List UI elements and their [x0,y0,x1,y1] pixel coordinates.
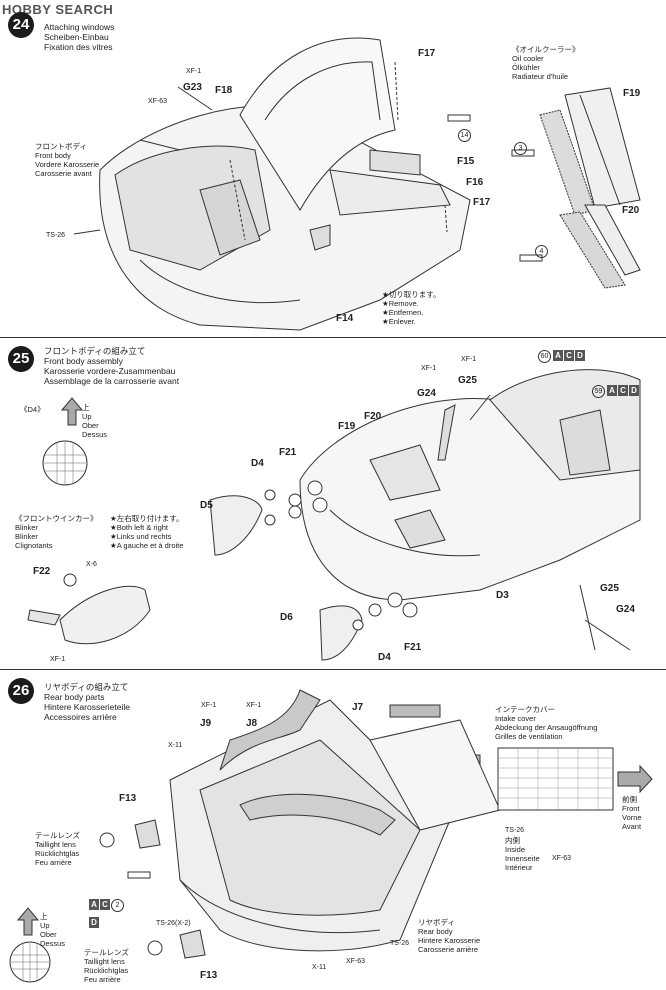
inside-label: 内側 Inside Innenseite Intérieur [505,836,540,872]
part-f17-bottom: F17 [473,197,491,208]
part-d3: D3 [496,590,509,601]
part-f22: F22 [33,566,51,577]
part-f14: F14 [336,313,354,324]
remove-note: ★切り取ります。 ★Remove. ★Entfernen. ★Enlever. [382,290,441,326]
panel-divider-2 [0,669,666,670]
taillight-f13b [179,929,206,959]
label-xf63: XF-63 [148,98,168,105]
up-arrow-25 [60,397,84,426]
label-xf1-blinker: XF-1 [50,656,66,663]
part-f13-top: F13 [119,793,137,804]
front-label: 前側 Front Vorne Avant [622,795,642,831]
up-arrow-26 [16,907,40,936]
part-j8: J8 [246,718,258,729]
front-body-label: フロントボディ Front body Vordere Karosserie Ca… [35,142,100,178]
label-xf1: XF-1 [186,68,202,75]
window-f16 [329,169,451,216]
step-26-title: リヤボディの組み立て Rear body parts Hintere Karos… [44,682,130,722]
taillight-label-top: テールレンズ Taillight lens Rücklichtglas Feu … [35,831,80,867]
air-duct-j8 [219,689,321,771]
headlight-cover-d6 [319,605,363,661]
part-f21-top: F21 [279,447,297,458]
label-ts26-bottom: TS-26 [390,940,410,947]
air-duct-j9 [239,793,396,836]
front-arrow-26 [617,764,653,794]
panel-divider-1 [0,337,666,338]
part-j9: J9 [200,718,212,729]
d4-title: 《D4》 [20,405,45,414]
part-f15: F15 [457,156,475,167]
label-xf63-bottom: XF-63 [346,958,366,965]
blinker-part [59,585,151,645]
rear-body-label: リヤボディ Rear body Hintere Karosserie Caros… [418,918,481,954]
label-ts26-x2: TS-26(X-2) [156,920,191,927]
part-d4-top: D4 [251,458,264,469]
label-xf1-j8: XF-1 [246,702,262,709]
label-xf1-j9: XF-1 [201,702,217,709]
blinker-label: 《フロントウインカー》 Blinker Blinker Clignotants [15,514,98,550]
intake-cover-label: インテークカバー Intake cover Abdeckung der Ansa… [495,705,598,741]
label-ts26-inside: TS-26 [505,827,525,834]
taillight-label-bottom: テールレンズ Taillight lens Rücklichtglas Feu … [84,948,129,984]
label-x11-top: X-11 [168,742,183,749]
up-label-26: 上 Up Ober Dessus [40,912,66,948]
label-x11-bottom: X-11 [312,964,327,971]
part-f21-bottom: F21 [404,642,422,653]
taillight-f13a [134,819,161,849]
part-d5: D5 [200,500,213,511]
part-f19: F19 [623,88,641,99]
part-d4-bottom: D4 [378,652,391,663]
step-24-title: Attaching windows Scheiben-Einbau Fixati… [44,22,115,52]
part-j7: J7 [352,702,364,713]
part-g24: G24 [417,388,436,399]
both-sides-note: ★左右取り付けます。 ★Both left & right ★Links und… [110,514,184,550]
up-label-25: 上 Up Ober Dessus [82,403,108,439]
label-ts26: TS-26 [46,232,66,239]
part-g24-detail: G24 [616,604,635,615]
step-25-number: 25 [8,346,34,372]
oil-cooler-f19 [564,87,641,209]
part-f19-25: F19 [338,421,356,432]
intake-cover-1 [389,704,441,718]
step-26-number: 26 [8,678,34,704]
step-25-title: フロントボディの組み立て Front body assembly Karosse… [44,346,180,386]
part-d6: D6 [280,612,293,623]
paint-ref-3: 3 [514,142,527,155]
label-xf63-inside: XF-63 [552,855,572,862]
part-f13-bottom: F13 [200,970,218,981]
watermark: HOBBY SEARCH [2,2,114,17]
part-f20: F20 [622,205,640,216]
label-xf1-g24: XF-1 [421,365,437,372]
intake-grid [497,747,614,811]
part-f18: F18 [215,85,233,96]
paint-ref-14: 14 [458,129,471,142]
part-f20-25: F20 [364,411,382,422]
label-xf1-g25: XF-1 [461,356,477,363]
part-g23: G23 [183,82,202,93]
part-g25-detail: G25 [600,583,619,594]
headlight-cover-d5 [209,495,263,556]
paint-ref-4: 4 [535,245,548,258]
oil-cooler-label: 《オイルクーラー》 Oil cooler Ölkühler Radiateur … [512,45,580,81]
part-f17-top: F17 [418,48,436,59]
step-24-number: 24 [8,12,34,38]
part-g25: G25 [458,375,477,386]
label-x6: X-6 [86,561,97,568]
window-frame-f18 [239,37,396,211]
part-f16: F16 [466,177,484,188]
oil-cooler-f20 [584,204,641,276]
